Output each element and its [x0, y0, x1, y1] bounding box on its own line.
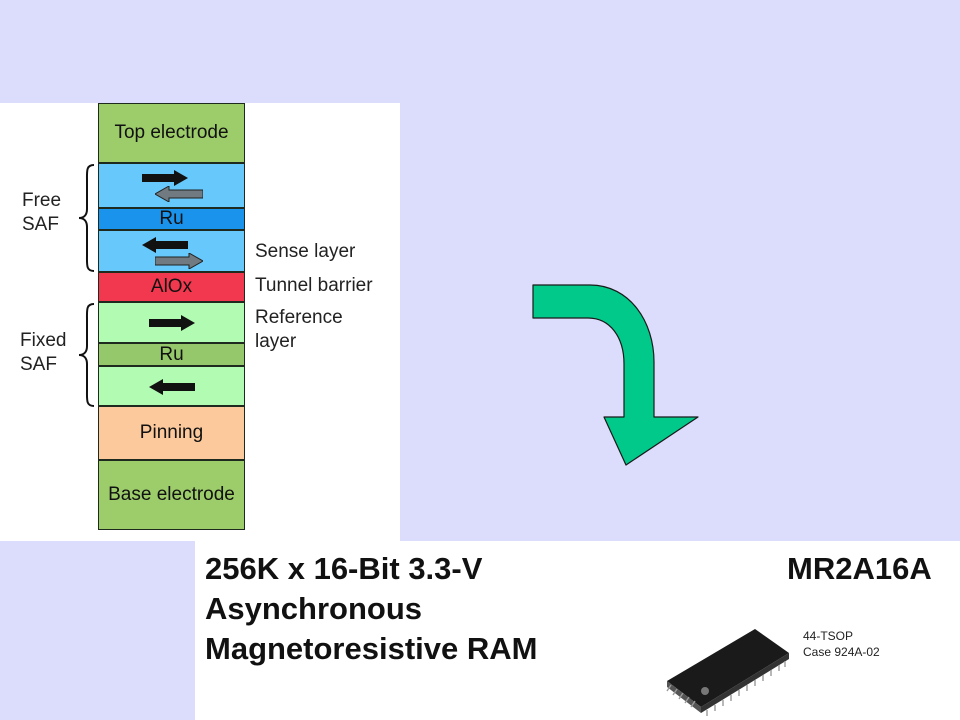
layer-top-electrode: Top electrode: [98, 103, 245, 163]
layer-free-top: [98, 163, 245, 208]
layer-free-bottom: [98, 230, 245, 272]
layer-ru-fixed: Ru: [98, 343, 245, 366]
arrow-right-black-icon: [142, 170, 188, 186]
arrow-left-black-icon: [149, 379, 195, 395]
fixed-saf-brace-icon: [78, 303, 95, 407]
layer-tunnel-barrier: AlOx: [98, 272, 245, 302]
layer-fixed-bottom: [98, 366, 245, 406]
free-saf-label: Free SAF: [22, 190, 62, 235]
arrow-right-black-icon: [149, 315, 195, 331]
part-number: MR2A16A: [787, 551, 932, 586]
datasheet-title-line-1: 256K x 16-Bit 3.3-V: [205, 551, 483, 586]
sense-layer-label: Sense layer: [255, 241, 356, 262]
reference-layer-label: Reference layer: [255, 307, 343, 352]
layer-label: AlOx: [150, 276, 193, 297]
layer-label: Pinning: [139, 422, 204, 443]
layer-base-electrode: Base electrode: [98, 460, 245, 530]
arrow-right-gray-icon: [155, 253, 203, 269]
layer-fixed-top: [98, 302, 245, 343]
fixed-saf-label: Fixed SAF: [20, 330, 67, 375]
package-case: Case 924A-02: [803, 645, 880, 659]
layer-label: Base electrode: [108, 484, 235, 505]
package-type: 44-TSOP: [803, 629, 854, 643]
layer-label: Ru: [159, 343, 184, 365]
datasheet-title-line-2: Asynchronous: [205, 591, 423, 626]
tsop-chip-icon: [666, 629, 789, 716]
mtj-stack-diagram: Top electrode Ru AlOx Ru P: [0, 103, 400, 541]
layer-pinning: Pinning: [98, 406, 245, 460]
curved-down-arrow-icon: [532, 284, 699, 466]
datasheet-title-line-3: Magnetoresistive RAM: [205, 631, 538, 666]
tunnel-barrier-label: Tunnel barrier: [255, 275, 373, 296]
layer-label: Ru: [159, 208, 184, 229]
arrow-left-gray-icon: [155, 186, 203, 202]
layer-label: Top electrode: [114, 122, 229, 143]
layer-ru-free: Ru: [98, 208, 245, 230]
datasheet-header: 256K x 16-Bit 3.3-V Asynchronous Magneto…: [195, 541, 960, 720]
arrow-left-black-icon: [142, 237, 188, 253]
free-saf-brace-icon: [78, 164, 95, 272]
